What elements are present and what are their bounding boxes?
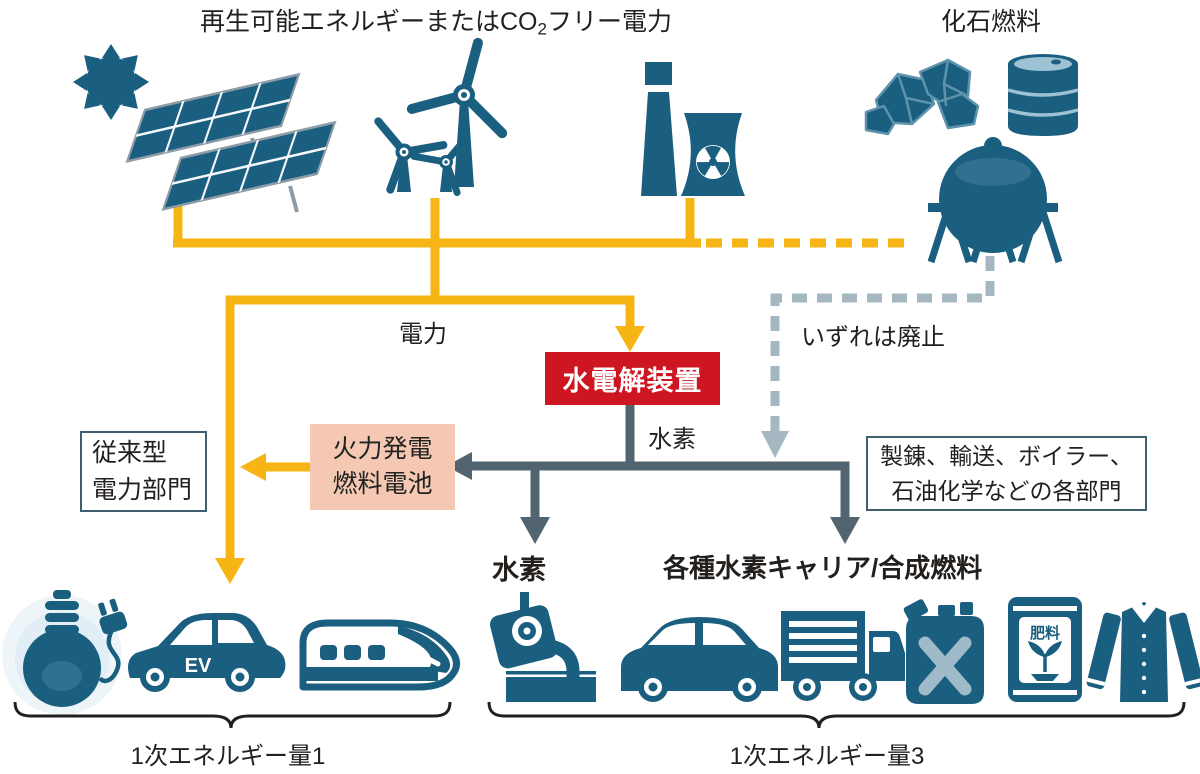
renewable-title-suffix: フリー電力 xyxy=(546,8,672,36)
arrow-to-carriers-out xyxy=(830,517,860,544)
arrow-to-hydrogen-out xyxy=(520,517,550,544)
hydrogen-lines-dark xyxy=(446,405,860,544)
electrolyzer-box-label: 水電解装置 xyxy=(562,366,703,396)
fossil-title: 化石燃料 xyxy=(940,8,1042,36)
primary-energy-left-label: 1次エネルギー量1 xyxy=(130,743,326,770)
primary-energy-right-label: 1次エネルギー量3 xyxy=(729,743,925,770)
arrow-to-conventional-use xyxy=(215,558,245,584)
co2-subscript: 2 xyxy=(537,19,547,39)
arrow-into-electrolyzer xyxy=(615,326,645,352)
phaseout-arrowhead xyxy=(761,431,789,458)
carriers-out-label: 各種水素キャリア/合成燃料 xyxy=(663,553,983,583)
sun-icon xyxy=(73,44,149,120)
conventional-power-box: 従来型 電力部門 xyxy=(80,431,207,512)
conventional-box-line1: 従来型 xyxy=(92,439,168,468)
thermal-box-line1: 火力発電 xyxy=(332,435,433,463)
car-icon xyxy=(621,617,778,702)
electricity-label: 電力 xyxy=(399,321,447,348)
conventional-box-line2: 電力部門 xyxy=(92,475,193,504)
sectors-box-line2: 石油化学などの各部門 xyxy=(891,477,1122,504)
ev-badge: EV xyxy=(185,655,212,677)
electrolyzer-box: 水電解装置 xyxy=(545,352,720,405)
thermal-fuelcell-box: 火力発電 燃料電池 xyxy=(310,424,455,510)
jerry-can-icon xyxy=(903,599,984,704)
sectors-box-line1: 製錬、輸送、ボイラー、 xyxy=(880,443,1133,469)
bullet-train-icon xyxy=(299,619,460,691)
nuclear-plant-icon xyxy=(641,62,745,196)
arrow-from-thermal xyxy=(240,453,266,481)
wind-turbines-icon xyxy=(374,37,508,197)
renewable-title: 再生可能エネルギーまたはCO2フリー電力 xyxy=(200,2,672,39)
fertilizer-bag-icon: 肥料 xyxy=(1008,597,1082,702)
sectors-box: 製錬、輸送、ボイラー、 石油化学などの各部門 xyxy=(866,436,1147,511)
brace-right xyxy=(487,701,1186,729)
brace-left xyxy=(13,701,452,729)
gas-tank-icon xyxy=(927,137,1063,264)
shirt-icon xyxy=(1086,599,1200,702)
coal-icon xyxy=(864,58,980,136)
renewable-title-prefix: 再生可能エネルギーまたはCO xyxy=(200,8,538,36)
solar-panels-icon xyxy=(125,72,337,213)
truck-icon xyxy=(781,611,905,701)
electricity-lines-yellow xyxy=(173,198,906,584)
oil-drum-icon xyxy=(1007,54,1079,136)
hydrogen-label: 水素 xyxy=(648,426,696,453)
arrow-into-thermal-box xyxy=(446,452,472,480)
fertilizer-badge: 肥料 xyxy=(1030,624,1060,642)
ev-car-icon: EV xyxy=(98,598,286,692)
hydrogen-out-label: 水素 xyxy=(492,555,546,585)
metal-smelting-icon xyxy=(489,592,596,702)
phaseout-label: いずれは廃止 xyxy=(801,324,945,351)
phaseout-dashed-line xyxy=(761,256,995,458)
light-bulb-icon xyxy=(2,590,122,715)
thermal-box-line2: 燃料電池 xyxy=(332,470,433,498)
